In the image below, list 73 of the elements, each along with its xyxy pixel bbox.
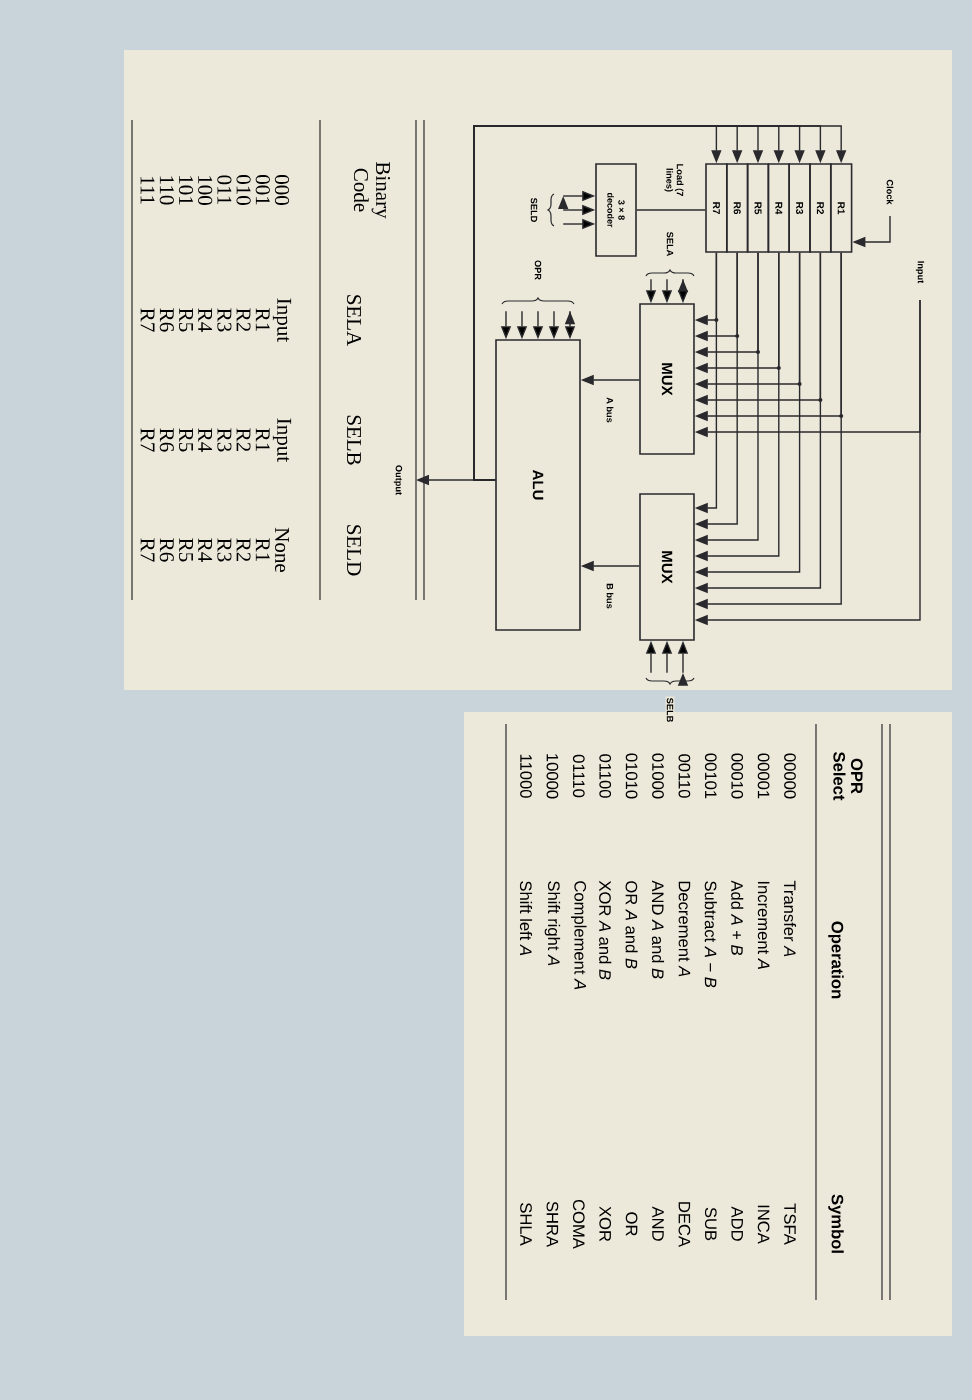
- table-cell: R7: [140, 538, 155, 562]
- table-cell: COMA: [572, 1199, 585, 1249]
- table-cell: R5: [179, 538, 193, 562]
- table-cell: R5: [179, 428, 193, 452]
- table-cell: 010: [236, 175, 251, 205]
- table-cell: Decrement A: [678, 881, 691, 977]
- table-cell: DECA: [678, 1202, 691, 1247]
- column-header: Operation: [828, 921, 844, 999]
- table-cell: R5: [179, 308, 193, 332]
- table-cell: 111: [140, 176, 155, 204]
- table-cell: Shift left A: [519, 881, 533, 956]
- table-cell: AND: [652, 1206, 664, 1241]
- table-cell: AND A and B: [651, 880, 665, 979]
- table-cell: R3: [217, 428, 232, 452]
- table-cell: R2: [236, 428, 251, 452]
- table-cell: OR A and B: [625, 881, 638, 969]
- column-header: OPR Select: [833, 752, 863, 801]
- table-cell: R7: [140, 428, 155, 452]
- table-cell: Add A + B: [731, 880, 744, 956]
- table-cell: 00101: [704, 753, 717, 799]
- table-cell: OR: [625, 1212, 638, 1236]
- table-cell: Shift right A: [544, 881, 561, 966]
- table-cell: R1: [255, 308, 270, 331]
- column-header: Symbol: [828, 1194, 844, 1253]
- table-cell: 01100: [599, 754, 612, 798]
- table-cell: 011: [217, 175, 232, 205]
- table-cell: 10000: [546, 754, 559, 799]
- table-cell: R7: [140, 308, 155, 332]
- table-cell: R6: [159, 538, 174, 562]
- table-cell: Increment A: [757, 881, 770, 969]
- table-cell: R2: [236, 308, 251, 332]
- table-cell: Transfer A: [783, 880, 797, 957]
- table-cell: None: [275, 527, 289, 572]
- table-cell: R4: [198, 428, 213, 452]
- table-cell: XOR A and B: [599, 880, 612, 980]
- table-cell: 001: [255, 175, 270, 205]
- table-cell: 00001: [757, 753, 770, 799]
- table-cell: R3: [217, 538, 232, 562]
- table-cell: 000: [274, 175, 290, 205]
- table-cell: 00110: [678, 754, 691, 798]
- table-cell: SUB: [704, 1207, 717, 1241]
- table-cell: R3: [217, 308, 232, 332]
- column-header: SELD: [346, 525, 362, 576]
- table-cell: R6: [159, 428, 174, 452]
- table-cell: SHRA: [546, 1201, 559, 1247]
- table-cell: INCA: [757, 1205, 770, 1244]
- table-cell: 01110: [572, 754, 585, 798]
- table-cell: 101: [178, 176, 194, 205]
- table-cell: 01010: [625, 753, 638, 799]
- table-cell: SHLA: [520, 1203, 532, 1246]
- table-cell: 01000: [652, 753, 664, 799]
- table-cell: R4: [198, 308, 213, 332]
- table-cell: Subtract A − B: [704, 881, 717, 988]
- table-cell: Input: [272, 418, 292, 463]
- table-cell: R2: [236, 538, 251, 562]
- table-cell: 110: [159, 176, 174, 205]
- column-header: Binary Code: [353, 162, 391, 219]
- table-cell: 00010: [731, 753, 744, 799]
- table-cell: Input: [272, 298, 292, 343]
- load-line: [636, 209, 706, 211]
- table-cell: 00000: [784, 753, 796, 799]
- table-cell: XOR: [599, 1206, 612, 1242]
- table-cell: R6: [159, 308, 174, 332]
- table-cell: 11000: [520, 754, 532, 798]
- column-header: SELA: [346, 295, 362, 347]
- table-cell: R1: [255, 538, 270, 561]
- column-header: SELB: [346, 415, 362, 465]
- table-cell: R4: [198, 538, 213, 562]
- table-cell: ADD: [731, 1206, 743, 1241]
- table-cell: 100: [198, 176, 213, 205]
- table-cell: Complement A: [571, 881, 587, 990]
- table-cell: TSFA: [784, 1203, 796, 1245]
- table-cell: R1: [255, 428, 270, 451]
